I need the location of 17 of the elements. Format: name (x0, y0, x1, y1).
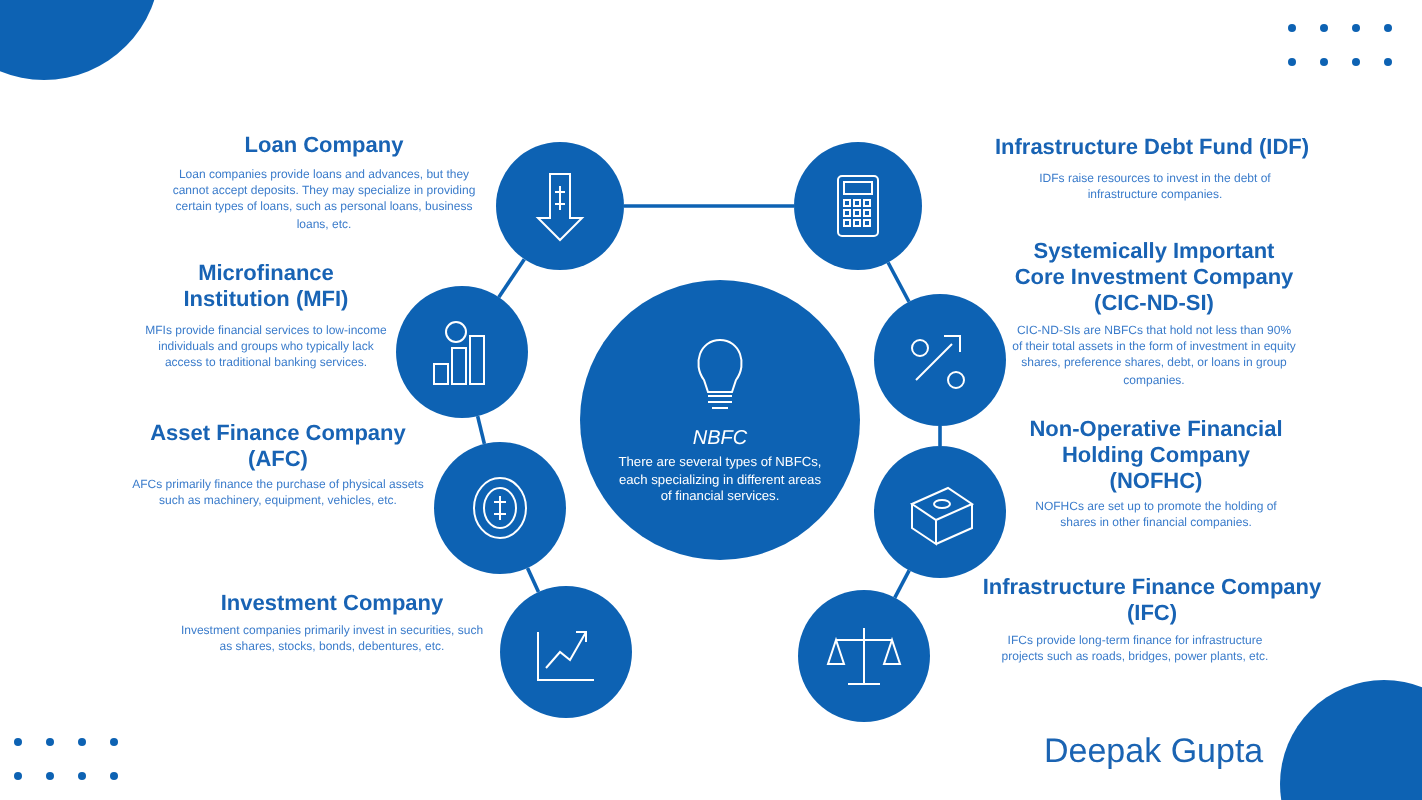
heading: Non-Operative Financial Holding Company (NOFHC) (1027, 418, 1285, 496)
center-title: NBFC (690, 428, 750, 450)
connector-line (497, 258, 526, 299)
author-name: Deepak Gupta (1044, 732, 1264, 772)
heading: Loan Company (242, 134, 406, 160)
connector-line (938, 426, 942, 446)
heading: Investment Company (218, 592, 446, 618)
connector-line (624, 204, 794, 208)
heading: Infrastructure Finance Company (IFC) (980, 576, 1324, 628)
connector-line (893, 569, 911, 599)
connector-line (886, 261, 911, 303)
connector-line (475, 415, 487, 445)
heading: Systemically Important Core Investment Company (CIC-ND-SI) (1012, 240, 1296, 318)
connector-line (525, 567, 541, 593)
heading: Microfinance Institution (MFI) (181, 262, 351, 314)
heading: Infrastructure Debt Fund (IDF) (992, 136, 1312, 162)
heading: Asset Finance Company (AFC) (148, 422, 408, 474)
